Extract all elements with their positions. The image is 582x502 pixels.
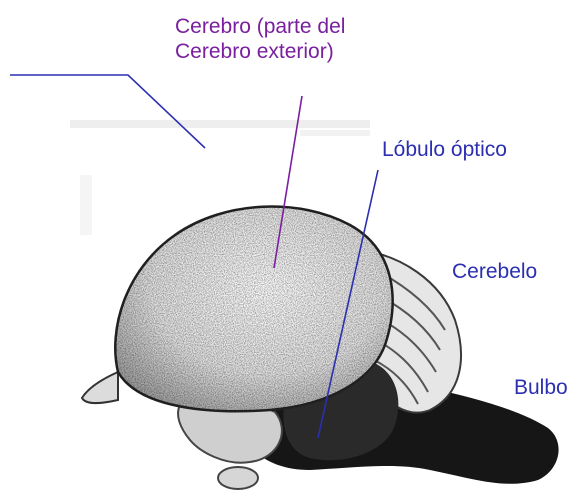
cerebro-shape bbox=[115, 207, 392, 412]
label-cerebro-line1: Cerebro (parte del bbox=[175, 14, 345, 39]
label-lobulo-optico: Lóbulo óptico bbox=[382, 137, 507, 162]
olfactory-lobe bbox=[82, 372, 118, 403]
label-cerebro: Cerebro (parte del Cerebro exterior) bbox=[175, 14, 345, 64]
label-cerebro-line2: Cerebro exterior) bbox=[175, 39, 345, 64]
leader-line-top-left bbox=[10, 75, 205, 148]
hypophysis-shape bbox=[218, 467, 258, 489]
label-cerebelo: Cerebelo bbox=[452, 259, 537, 284]
label-bulbo: Bulbo bbox=[514, 375, 568, 400]
